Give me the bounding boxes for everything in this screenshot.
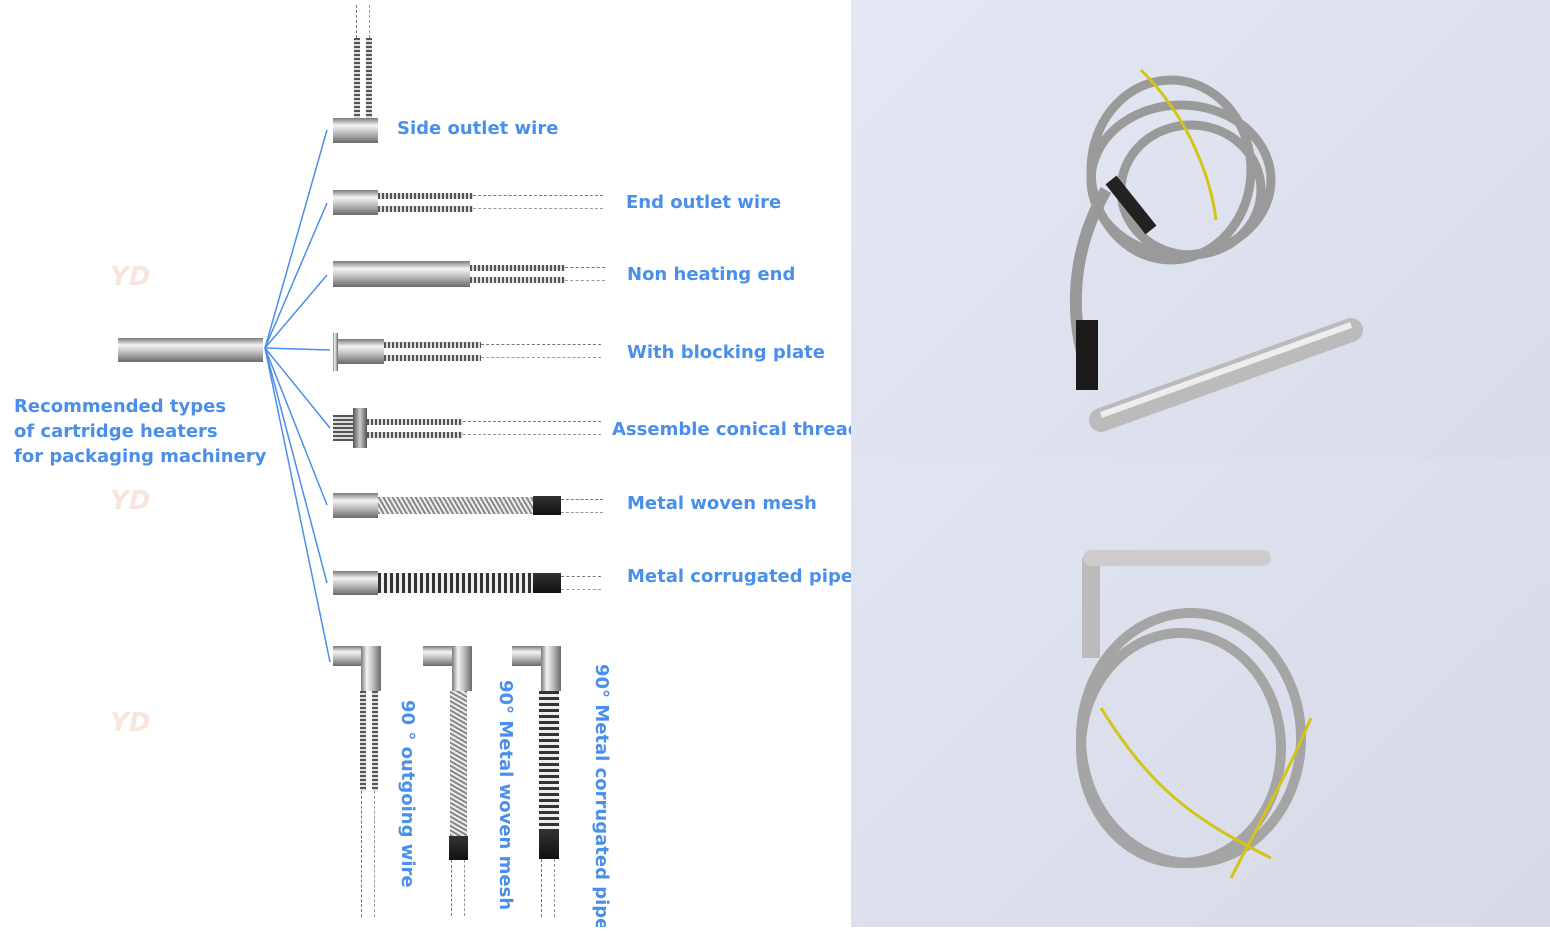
connector-lines <box>264 129 331 663</box>
heater-types-diagram: YD YD YD Recommended types of cartridge … <box>14 5 851 927</box>
connector-line <box>264 129 328 349</box>
connector-line <box>264 347 331 663</box>
label-90-metal-woven-mesh: 90° Metal woven mesh <box>495 680 516 911</box>
label-metal-corrugated-pipe: Metal corrugated pipe <box>627 566 851 587</box>
label-with-blocking-plate: With blocking plate <box>627 342 825 363</box>
title-line: Recommended types <box>14 396 227 417</box>
connector-line <box>264 202 328 349</box>
label-90-outgoing-wire: 90 ° outgoing wire <box>397 700 418 888</box>
photo-heater-woven-mesh-coil <box>851 0 1550 458</box>
title-line: of cartridge heaters <box>14 421 218 442</box>
connector-line <box>264 347 328 506</box>
connector-line <box>264 347 328 584</box>
label-metal-woven-mesh: Metal woven mesh <box>627 493 817 514</box>
diagram-title: Recommended types of cartridge heaters f… <box>14 394 266 469</box>
base-cartridge-heater <box>118 338 263 362</box>
connector-line <box>264 347 331 429</box>
watermark-logo: YD <box>110 262 151 292</box>
connector-line <box>264 274 328 349</box>
label-assemble-conical-thread: Assemble conical thread <box>612 419 851 440</box>
label-90-metal-corrugated-pipe: 90° Metal corrugated pipe <box>591 664 612 927</box>
label-side-outlet-wire: Side outlet wire <box>397 118 559 139</box>
watermark-logo: YD <box>110 708 151 738</box>
photo-heater-corrugated-coil <box>851 458 1550 927</box>
title-line: for packaging machinery <box>14 446 267 467</box>
label-non-heating-end: Non heating end <box>627 264 796 285</box>
connector-line <box>264 347 331 351</box>
label-end-outlet-wire: End outlet wire <box>626 192 782 213</box>
watermark-logo: YD <box>110 486 151 516</box>
